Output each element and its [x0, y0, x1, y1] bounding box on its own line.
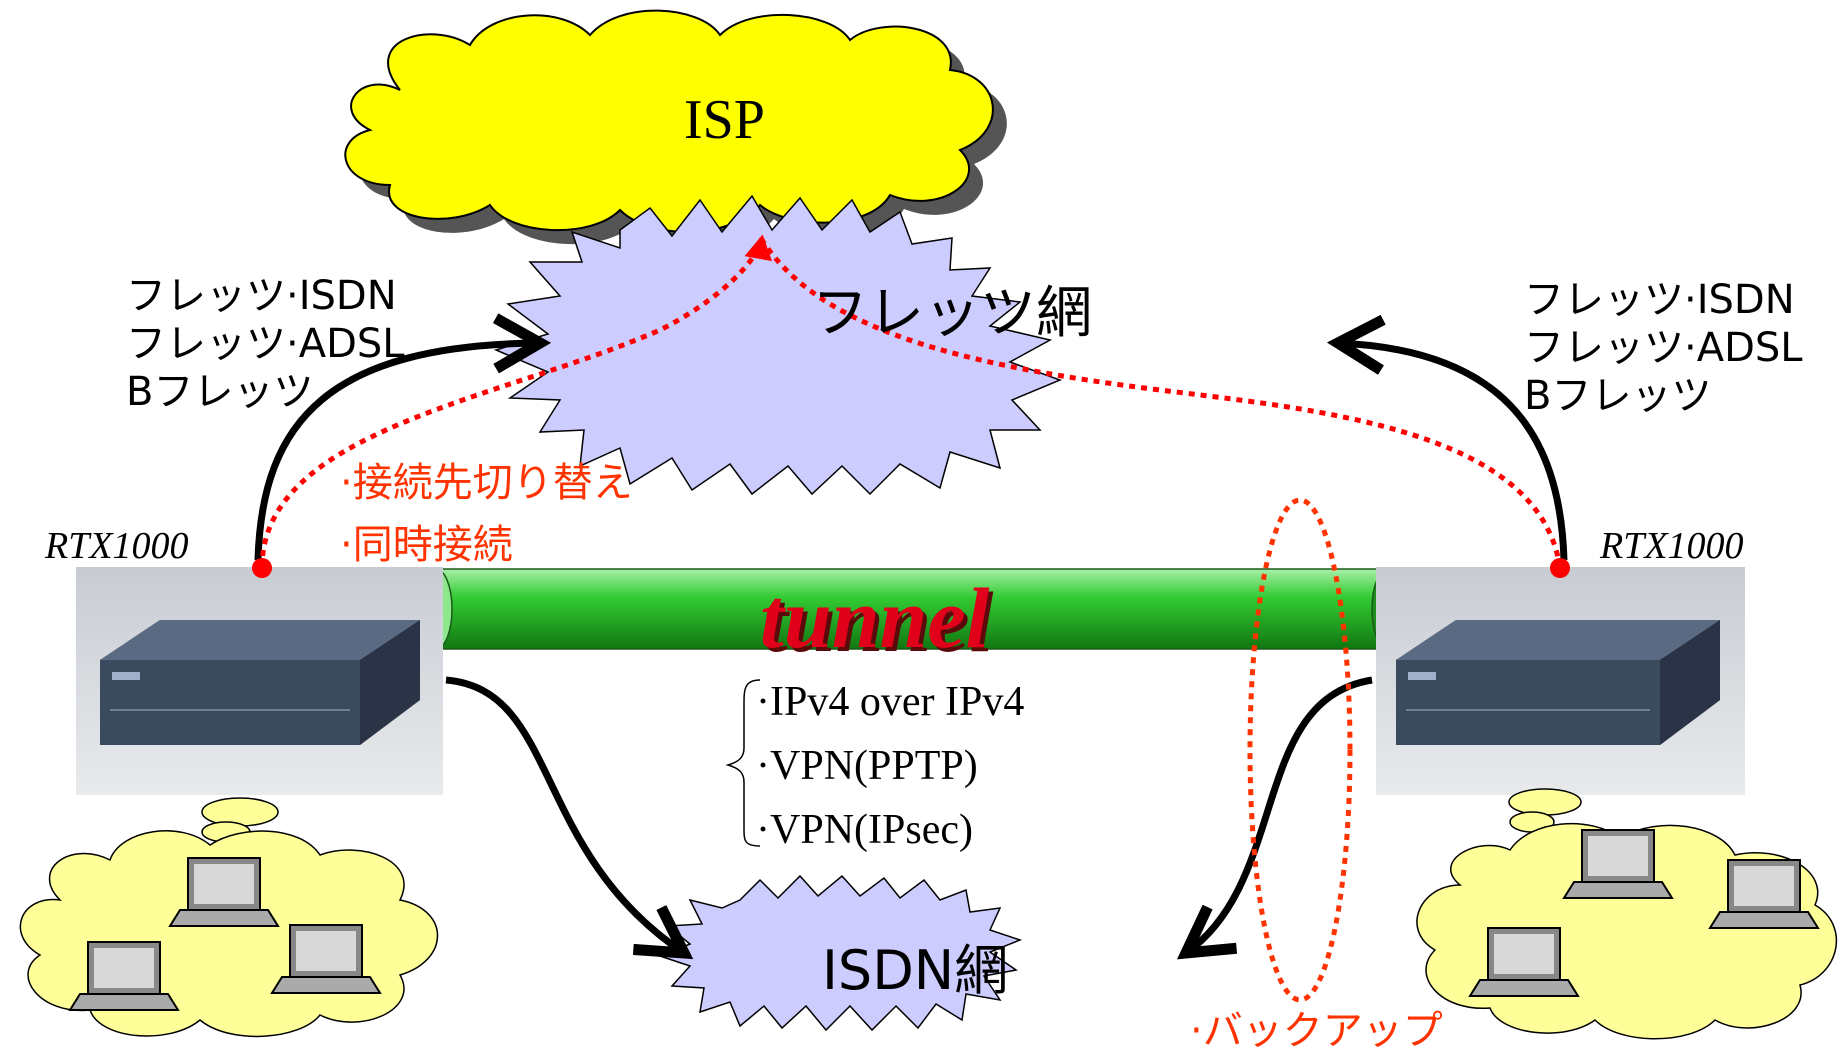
- laptop-icon: [1562, 829, 1674, 899]
- router-left-label: RTX1000: [45, 525, 189, 567]
- service-item: Bフレッツ: [1524, 373, 1712, 419]
- features-left: 接続先切り替え 同時接続: [340, 452, 633, 576]
- service-item: フレッツ·ADSL: [1524, 325, 1803, 371]
- router-left-photo: [76, 567, 443, 795]
- tunnel-types: IPv4 over IPv4 VPN(PPTP) VPN(IPsec): [756, 670, 1024, 862]
- tunnel-label: tunnel: [760, 570, 990, 666]
- service-item: フレッツ·ISDN: [126, 273, 397, 319]
- laptop-icon: [68, 941, 180, 1011]
- services-right: フレッツ·ISDN フレッツ·ADSL Bフレッツ: [1524, 276, 1803, 420]
- isdn-net-label: ISDN網: [822, 939, 1009, 1002]
- laptop-icon: [270, 924, 382, 994]
- backup-label: バックアップ: [1190, 998, 1443, 1056]
- arrow-left-to-flets: [254, 313, 552, 561]
- feature-item: 接続先切り替え: [340, 452, 633, 514]
- tunnel-tube: [419, 568, 1405, 650]
- arrow-left-to-isdn: [445, 676, 694, 960]
- dotted-path-left-to-isp: [259, 234, 772, 569]
- router-left-dot: [252, 558, 272, 578]
- services-left: フレッツ·ISDN フレッツ·ADSL Bフレッツ: [126, 272, 405, 416]
- laptop-icon: [1708, 859, 1820, 929]
- flets-net-label: フレッツ網: [812, 281, 1092, 346]
- service-item: フレッツ·ISDN: [1524, 277, 1795, 323]
- tunnel-types-brace: [725, 679, 761, 847]
- router-right-photo: [1376, 567, 1745, 795]
- service-item: フレッツ·ADSL: [126, 321, 405, 367]
- isp-label: ISP: [684, 89, 765, 151]
- backup-ellipse: [1247, 497, 1353, 1003]
- isp-cloud: [344, 9, 994, 233]
- feature-item: 同時接続: [340, 514, 633, 576]
- tunnel-type-item: VPN(IPsec): [756, 798, 1024, 862]
- tunnel-type-item: IPv4 over IPv4: [756, 670, 1024, 734]
- tunnel-type-item: VPN(PPTP): [756, 734, 1024, 798]
- service-item: Bフレッツ: [126, 369, 314, 415]
- laptop-icon: [168, 857, 280, 927]
- dotted-path-right-to-isp: [759, 238, 1563, 569]
- arrow-right-to-flets: [1326, 314, 1568, 561]
- laptop-icon: [1468, 927, 1580, 997]
- router-right-label: RTX1000: [1600, 525, 1744, 567]
- router-right-dot: [1550, 558, 1570, 578]
- arrow-right-to-isdn: [1176, 676, 1373, 960]
- isdn-net-burst: [657, 874, 1023, 1032]
